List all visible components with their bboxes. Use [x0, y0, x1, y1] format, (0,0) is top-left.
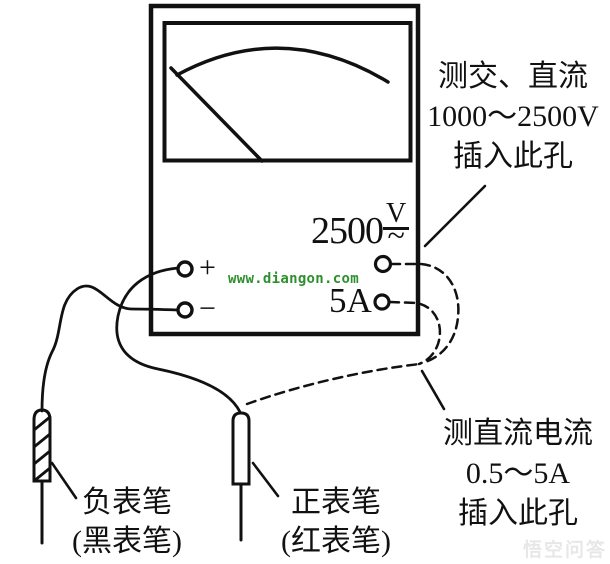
corner-watermark: 悟空问答 [522, 540, 607, 561]
meter-needle-icon [169, 66, 264, 163]
jack-2500v [373, 254, 393, 274]
jack-minus [176, 301, 194, 319]
hv-jack-callout: 测交、直流 1000～2500V 插入此孔 [416, 57, 610, 177]
black-probe-label: 负表笔 (黑表笔) [52, 483, 202, 561]
dashed-route-2500v [389, 262, 460, 364]
hv-range-value: 2500 [311, 210, 384, 252]
black-probe [32, 408, 52, 545]
leader-black-probe [50, 461, 78, 500]
current-callout-line2: 0.5～5A [465, 457, 571, 490]
red-probe-label: 正表笔 (红表笔) [260, 483, 412, 561]
red-probe-body [231, 411, 251, 486]
meter-scale-arc [175, 46, 390, 84]
dashed-route-5a [388, 300, 442, 366]
jack-plus [176, 260, 194, 278]
hv-range-unit: V ~ [383, 200, 410, 253]
leader-current-callout [420, 369, 446, 411]
red-probe-label-line2: (红表笔) [281, 525, 391, 558]
black-probe-body [32, 408, 52, 483]
hv-callout-line2: 1000～2500V [427, 100, 599, 133]
black-probe-hatching [32, 415, 52, 483]
black-probe-label-line2: (黑表笔) [72, 525, 182, 558]
plus-jack-label: + [199, 251, 216, 284]
current-callout-line1: 测直流电流 [443, 417, 593, 450]
red-probe-label-line1: 正表笔 [291, 486, 381, 519]
current-jack-callout: 测直流电流 0.5～5A 插入此孔 [427, 414, 609, 534]
minus-jack-label: − [199, 292, 216, 325]
hv-range-unit-ac-icon: ~ [387, 217, 405, 253]
current-callout-line3: 插入此孔 [458, 497, 578, 530]
jack-5a [373, 293, 391, 311]
hv-callout-line1: 测交、直流 [438, 60, 588, 93]
hv-range-unit-volts: V [383, 200, 410, 230]
meter-case [148, 3, 421, 337]
red-probe-wire [115, 266, 242, 414]
site-watermark: www.diangon.com [228, 271, 359, 287]
black-probe-label-line1: 负表笔 [82, 486, 172, 519]
black-probe-wire [40, 284, 180, 413]
dashed-route-to-red-probe [245, 362, 422, 406]
leader-hv-callout [423, 184, 487, 248]
leader-red-probe [251, 461, 280, 498]
current-range-label: 5A [329, 281, 372, 320]
meter-display [162, 21, 413, 163]
hv-callout-line3: 插入此孔 [453, 140, 573, 173]
red-probe [231, 411, 251, 542]
